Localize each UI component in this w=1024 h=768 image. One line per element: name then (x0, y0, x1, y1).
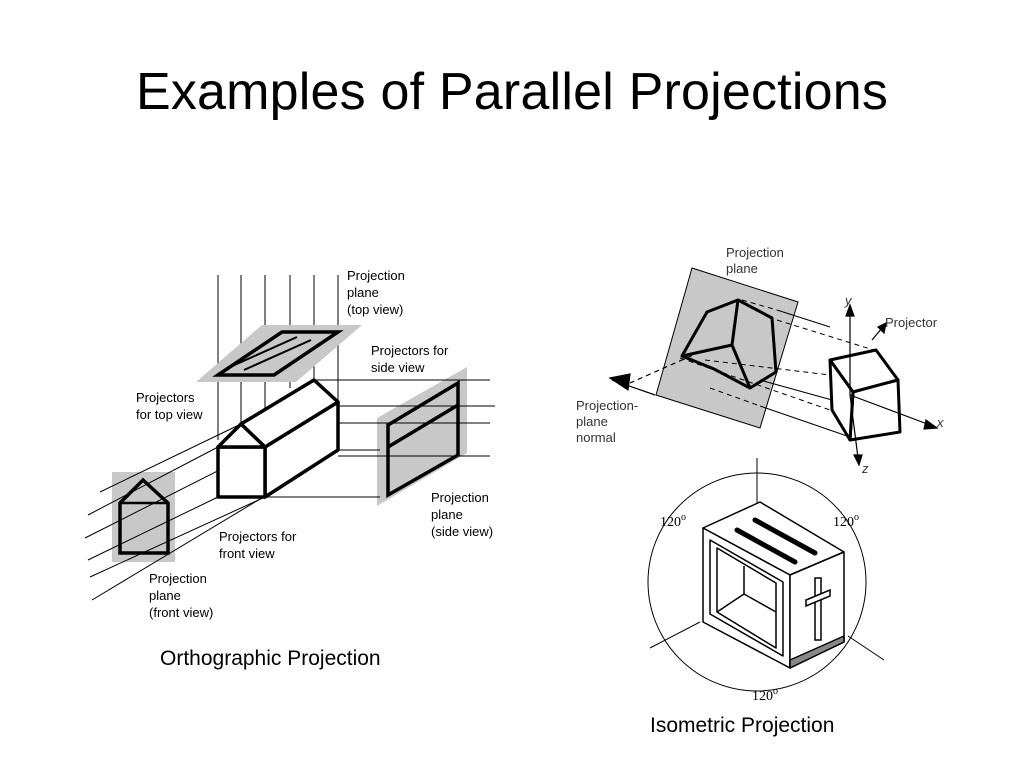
iso-projectors (679, 299, 881, 438)
label-iso-plane: Projection plane (726, 245, 787, 276)
axis-label-y: y (844, 293, 853, 308)
label-side-plane: Projection plane (side view) (431, 490, 493, 539)
label-top-plane: Projection plane (top view) (347, 268, 408, 317)
house-object (216, 378, 340, 499)
axis-label-z: z (861, 461, 869, 476)
label-side-projectors: Projectors for side view (371, 343, 452, 375)
label-top-projectors: Projectors for top view (136, 390, 203, 422)
iso-axes (845, 303, 939, 467)
slide-title: Examples of Parallel Projections (135, 63, 889, 121)
isometric-cube-diagram: Projection plane Projector Projection- p… (576, 245, 944, 476)
iso-projection-plane (655, 267, 799, 429)
toaster (702, 501, 845, 669)
iso-cube (828, 348, 902, 442)
orthographic-caption: Orthographic Projection (160, 647, 381, 670)
top-projection-plane (196, 325, 362, 382)
label-front-projectors: Projectors for front view (219, 529, 300, 561)
label-front-plane: Projection plane (front view) (149, 571, 213, 620)
label-projector: Projector (885, 315, 938, 330)
front-projection-plane (112, 472, 175, 562)
axis-label-x: x (936, 415, 944, 430)
label-plane-normal: Projection- plane normal (576, 398, 642, 445)
isometric-caption: Isometric Projection (650, 714, 835, 737)
iso-plane-normal-arrow (608, 351, 701, 396)
angle-label-left: 120o (660, 512, 686, 530)
side-projection-plane (377, 367, 467, 506)
orthographic-diagram: Projection plane (top view) Projectors f… (84, 268, 495, 620)
isometric-toaster-diagram: 120o 120o 120o (647, 458, 885, 704)
angle-label-right: 120o (833, 512, 859, 530)
toaster-slots (734, 517, 818, 565)
toaster-lever (805, 577, 831, 641)
angle-label-bottom: 120o (752, 686, 778, 704)
iso-projected-hexagon (680, 298, 778, 390)
